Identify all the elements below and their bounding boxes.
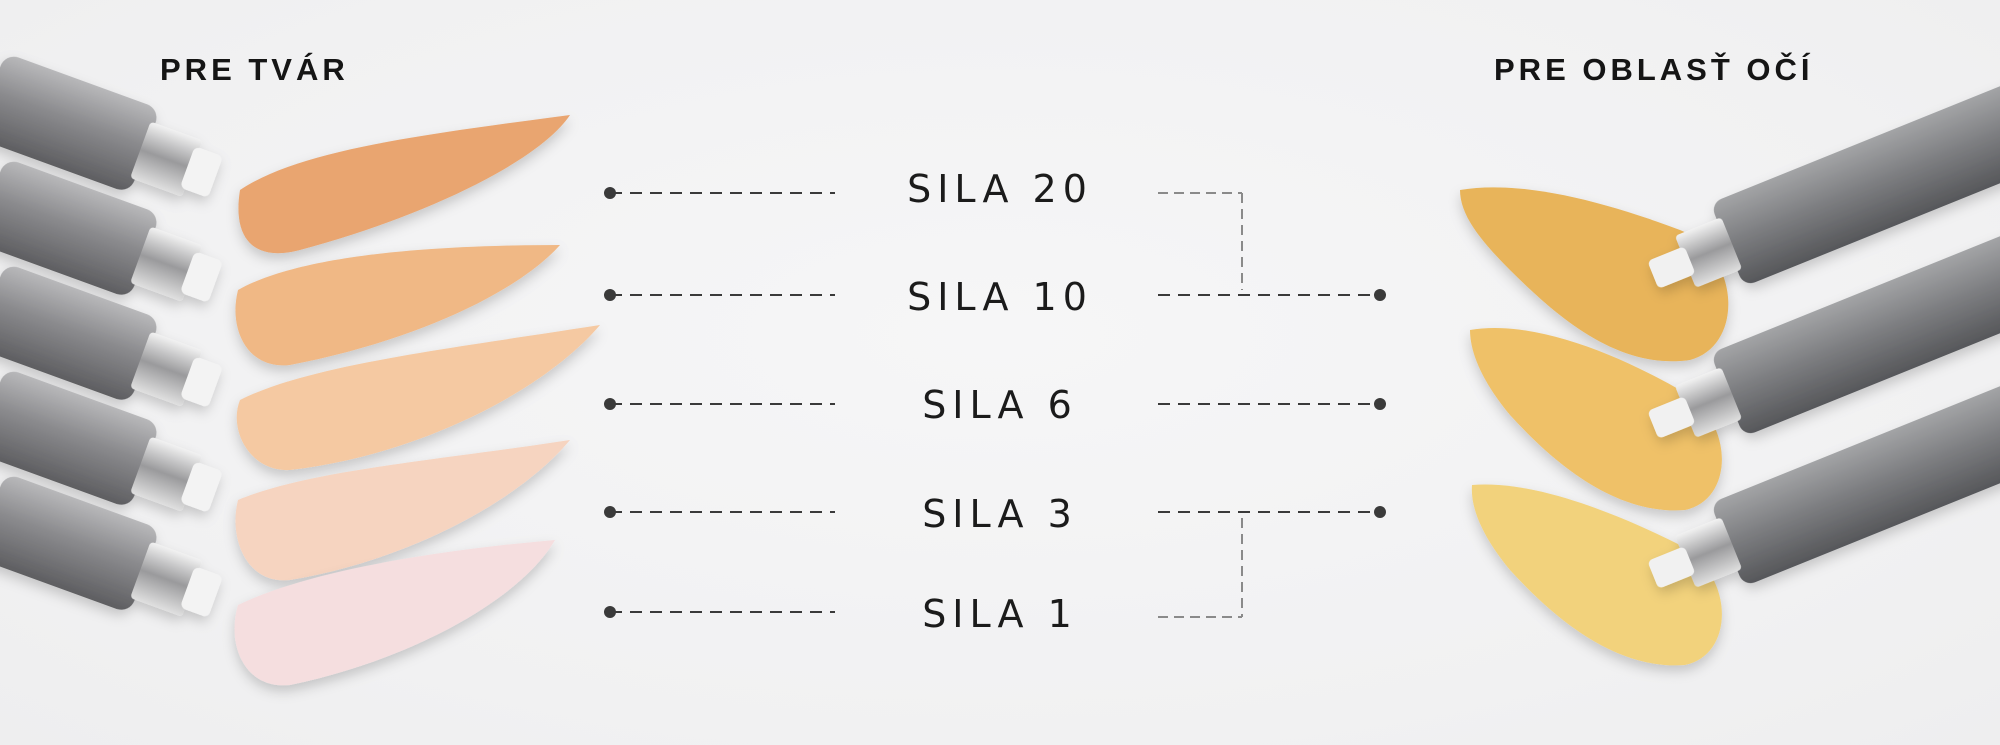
- bracket-top: [1158, 192, 1243, 290]
- connector-dots: [604, 187, 1386, 618]
- eye-swatch-6: [1470, 328, 1722, 511]
- face-tube-1: [0, 476, 222, 617]
- level-label-20: SILA 20: [907, 167, 1093, 211]
- dot-left-3: [604, 506, 616, 518]
- dot-left-20: [604, 187, 616, 199]
- eye-products: [1460, 83, 2000, 666]
- face-tube-3: [0, 371, 222, 512]
- dot-left-10: [604, 289, 616, 301]
- eye-swatch-3: [1471, 484, 1722, 666]
- dot-right-6: [1374, 398, 1386, 410]
- dot-right-10: [1374, 289, 1386, 301]
- dot-left-1: [604, 606, 616, 618]
- face-swatch-1: [234, 540, 555, 686]
- face-products: [0, 56, 600, 686]
- face-tube-10: [0, 161, 222, 302]
- eye-tube-3: [1648, 383, 2000, 588]
- face-tube-6: [0, 266, 222, 407]
- level-label-3: SILA 3: [922, 492, 1078, 536]
- eye-swatch-10: [1460, 187, 1729, 362]
- dot-right-3: [1374, 506, 1386, 518]
- level-label-6: SILA 6: [922, 383, 1078, 427]
- connector-lines: [610, 192, 1380, 618]
- dot-left-6: [604, 398, 616, 410]
- face-tube-20: [0, 56, 222, 197]
- left-connectors: [610, 192, 835, 613]
- right-connectors: [1158, 294, 1380, 513]
- face-swatch-20: [238, 115, 571, 254]
- face-heading: PRE TVÁR: [160, 52, 349, 87]
- eye-heading: PRE OBLASŤ OČÍ: [1494, 52, 1814, 87]
- face-swatch-10: [235, 245, 560, 366]
- eye-tube-10: [1648, 83, 2000, 288]
- level-label-1: SILA 1: [922, 592, 1078, 636]
- eye-tube-6: [1648, 233, 2000, 438]
- level-label-10: SILA 10: [907, 275, 1093, 319]
- face-swatch-3: [235, 440, 570, 581]
- face-swatch-6: [236, 325, 600, 471]
- bracket-bottom: [1158, 518, 1243, 618]
